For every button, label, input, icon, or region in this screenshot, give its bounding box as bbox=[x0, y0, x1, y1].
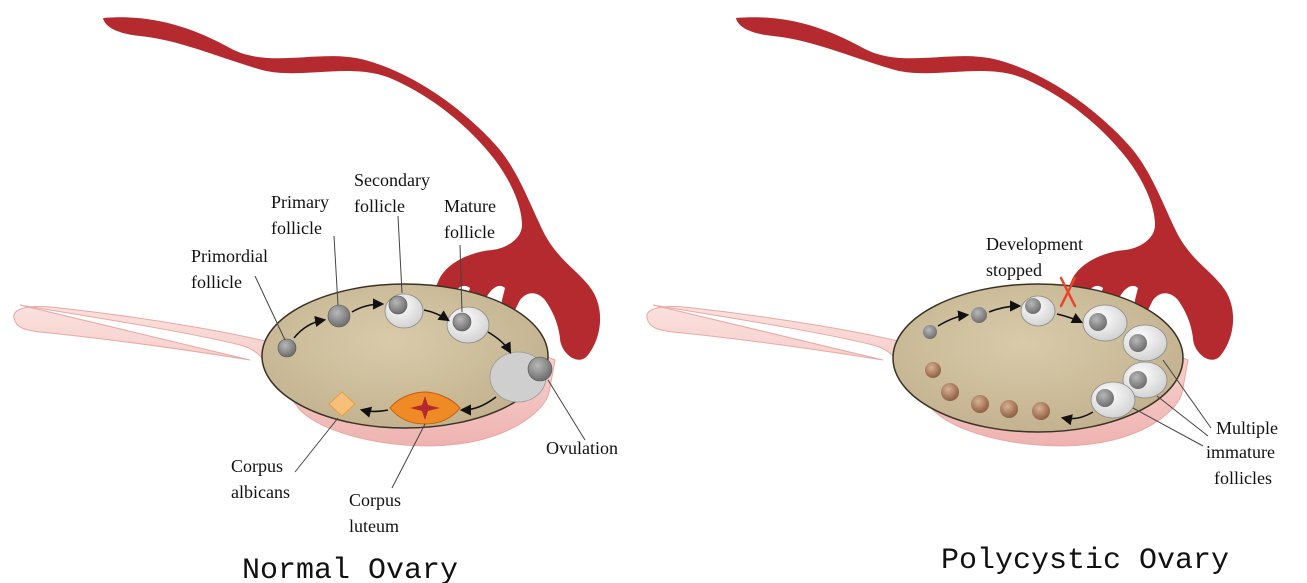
label-development-2: stopped bbox=[986, 260, 1042, 280]
label-luteum-1: Corpus bbox=[349, 490, 401, 510]
immature-follicle bbox=[1123, 325, 1167, 361]
atretic-follicle bbox=[925, 362, 941, 378]
immature-follicle bbox=[1083, 305, 1127, 341]
atretic-follicle bbox=[941, 383, 959, 401]
polycystic-ovary-panel: Development stopped Multiple immature fo… bbox=[647, 17, 1278, 578]
label-primordial-1: Primordial bbox=[191, 246, 268, 266]
label-albicans-2: albicans bbox=[231, 482, 290, 502]
label-primordial-2: follicle bbox=[191, 272, 242, 292]
label-albicans-1: Corpus bbox=[231, 456, 283, 476]
label-luteum-2: luteum bbox=[349, 516, 399, 536]
label-multiple-2: immature bbox=[1206, 442, 1275, 462]
label-multiple-3: follicles bbox=[1214, 468, 1272, 488]
label-secondary-1: Secondary bbox=[354, 170, 430, 190]
stalled-follicle bbox=[1021, 296, 1055, 326]
atretic-follicle bbox=[1032, 402, 1050, 420]
label-secondary-2: follicle bbox=[354, 196, 405, 216]
secondary-follicle bbox=[385, 294, 423, 328]
label-mature-1: Mature bbox=[444, 196, 496, 216]
normal-ovary-panel: Primordial follicle Primary follicle Sec… bbox=[14, 17, 618, 583]
early-follicle bbox=[923, 325, 937, 339]
label-development-1: Development bbox=[986, 234, 1083, 254]
label-multiple-1: Multiple bbox=[1216, 418, 1278, 438]
early-follicle bbox=[971, 307, 987, 323]
primary-follicle bbox=[328, 305, 350, 327]
immature-follicle bbox=[1091, 382, 1135, 418]
label-mature-2: follicle bbox=[444, 222, 495, 242]
label-ovulation: Ovulation bbox=[546, 438, 618, 458]
label-primary-2: follicle bbox=[271, 218, 322, 238]
polycystic-ovary-caption: Polycystic Ovary bbox=[941, 544, 1229, 578]
primordial-follicle bbox=[278, 339, 296, 357]
normal-ovary-caption: Normal Ovary bbox=[242, 554, 458, 583]
atretic-follicle bbox=[971, 395, 989, 413]
label-primary-1: Primary bbox=[271, 192, 329, 212]
mature-follicle bbox=[447, 307, 489, 343]
atretic-follicle bbox=[1000, 400, 1018, 418]
